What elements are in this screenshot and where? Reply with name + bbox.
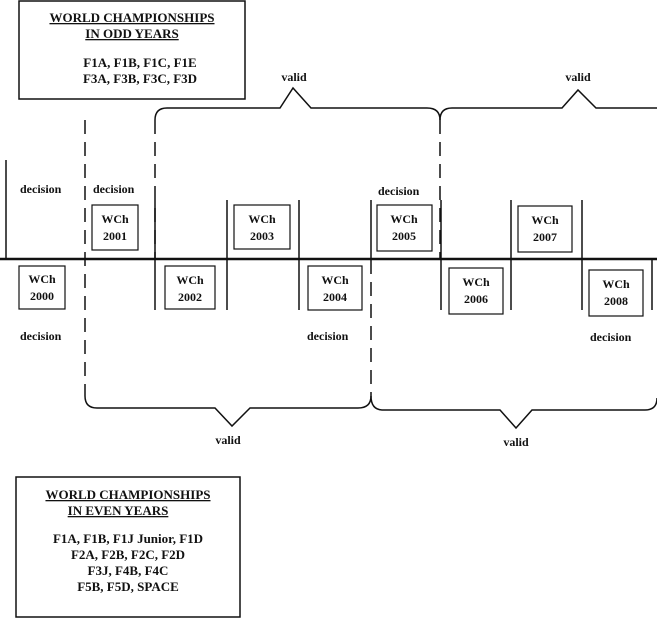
decision-label-2008: decision	[590, 330, 632, 344]
wch-box-2006: WCh 2006	[448, 267, 504, 315]
odd-years-box-frame	[18, 0, 246, 100]
decision-label-2000-above: decision	[20, 182, 62, 196]
wch-year: 2001	[103, 229, 127, 243]
odd-years-box: WORLD CHAMPIONSHIPS IN ODD YEARS F1A, F1…	[18, 0, 246, 100]
decision-label-2001: decision	[93, 182, 135, 196]
even-years-box: WORLD CHAMPIONSHIPS IN EVEN YEARS F1A, F…	[15, 476, 241, 618]
decision-label-2004: decision	[307, 329, 349, 343]
wch-box-2008: WCh 2008	[588, 269, 644, 317]
wch-label: WCh	[390, 212, 418, 226]
wch-year: 2008	[604, 294, 628, 308]
wch-box-2003: WCh 2003	[233, 204, 291, 250]
valid-label-bottom-2: valid	[503, 435, 529, 449]
even-years-classes-line4: F5B, F5D, SPACE	[77, 579, 179, 594]
wch-year: 2003	[250, 229, 274, 243]
valid-label-top-2: valid	[565, 70, 591, 84]
wch-box-2000: WCh 2000	[18, 265, 66, 310]
wch-box-2005: WCh 2005	[376, 204, 433, 252]
wch-label: WCh	[101, 212, 129, 226]
even-years-classes-line2: F2A, F2B, F2C, F2D	[71, 547, 185, 562]
valid-brace-top-2	[439, 88, 657, 121]
wch-label: WCh	[248, 212, 276, 226]
even-years-box-frame	[15, 476, 241, 618]
wch-label: WCh	[28, 272, 56, 286]
odd-years-title-line2: IN ODD YEARS	[85, 26, 178, 41]
odd-years-title-line1: WORLD CHAMPIONSHIPS	[49, 10, 214, 25]
wch-label: WCh	[602, 277, 630, 291]
decision-label-2000-below: decision	[20, 329, 62, 343]
wch-year: 2000	[30, 289, 54, 303]
wch-label: WCh	[321, 273, 349, 287]
wch-box-2007: WCh 2007	[517, 205, 573, 253]
even-years-classes-line1: F1A, F1B, F1J Junior, F1D	[53, 531, 203, 546]
decision-label-2005: decision	[378, 184, 420, 198]
wch-label: WCh	[531, 213, 559, 227]
wch-year: 2002	[178, 290, 202, 304]
wch-box-2004: WCh 2004	[307, 265, 363, 311]
wch-box-2001: WCh 2001	[91, 204, 139, 251]
valid-label-bottom-1: valid	[215, 433, 241, 447]
valid-brace-top-1	[154, 86, 441, 121]
valid-brace-bottom-1	[84, 395, 372, 428]
even-years-title-line2: IN EVEN YEARS	[68, 503, 169, 518]
even-years-title-line1: WORLD CHAMPIONSHIPS	[45, 487, 210, 502]
odd-years-classes-line1: F1A, F1B, F1C, F1E	[83, 55, 196, 70]
even-years-classes-line3: F3J, F4B, F4C	[88, 563, 169, 578]
odd-years-classes-line2: F3A, F3B, F3C, F3D	[83, 71, 197, 86]
wch-label: WCh	[462, 275, 490, 289]
wch-year: 2004	[323, 290, 347, 304]
wch-year: 2006	[464, 292, 488, 306]
wch-year: 2005	[392, 229, 416, 243]
wch-label: WCh	[176, 273, 204, 287]
valid-brace-bottom-2	[370, 395, 657, 430]
valid-label-top-1: valid	[281, 70, 307, 84]
wch-year: 2007	[533, 230, 557, 244]
wch-box-2002: WCh 2002	[164, 265, 216, 310]
